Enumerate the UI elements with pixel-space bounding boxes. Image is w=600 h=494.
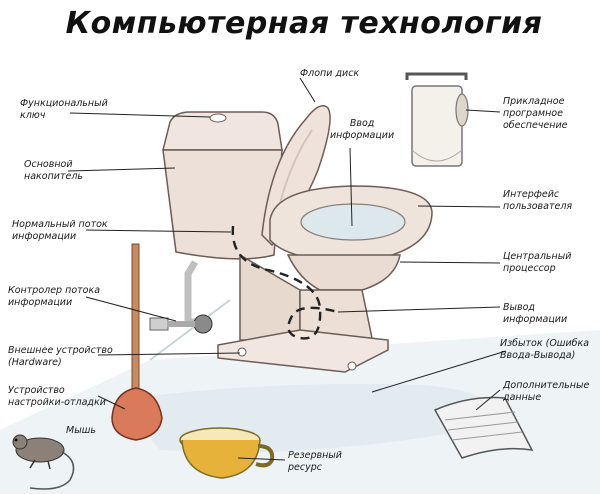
label-debug-device: Устройство настройки-отладки <box>8 385 106 408</box>
label-extra-data: Дополнительные данные <box>503 380 590 403</box>
line-application-software <box>465 109 501 113</box>
toilet-paper <box>405 72 469 167</box>
label-cpu: Центральный процессор <box>503 251 572 274</box>
label-external-device: Внешнее устройство (Hardware) <box>8 345 113 368</box>
label-user-interface: Интерфейс пользователя <box>503 189 573 212</box>
chamber-pot <box>179 427 275 479</box>
line-floppy <box>299 77 316 103</box>
line-main-storage <box>67 167 176 172</box>
water-pipe <box>149 260 213 334</box>
line-flow-controller <box>85 296 177 322</box>
label-application-software: Прикладное програмное обеспечение <box>503 96 568 131</box>
label-backup: Резервный ресурс <box>288 450 342 473</box>
label-mouse: Мышь <box>66 425 96 436</box>
newspaper <box>433 396 534 459</box>
label-input: Ввод информации <box>330 118 395 141</box>
line-backup <box>237 457 286 461</box>
line-function-key <box>69 112 211 118</box>
wall-base-line <box>149 299 231 361</box>
line-input <box>349 147 353 227</box>
line-cpu <box>399 261 501 264</box>
line-normal-flow <box>85 229 232 233</box>
label-output: Вывод информации <box>503 302 568 325</box>
label-function-key: Функциональный ключ <box>20 98 108 121</box>
line-debug-device <box>97 395 126 410</box>
line-external-device <box>97 352 241 356</box>
line-output <box>337 306 501 313</box>
toilet-base <box>217 329 389 373</box>
line-overflow <box>371 350 507 393</box>
line-extra-data <box>475 389 501 411</box>
plunger <box>111 243 163 441</box>
label-main-storage: Основной накопитель <box>24 159 84 182</box>
label-floppy: Флопи диск <box>300 68 360 79</box>
flow-path <box>231 225 339 340</box>
label-flow-controller: Контролер потока информации <box>8 285 101 308</box>
leader-lines <box>67 77 507 461</box>
page-title: Компьютерная технология <box>65 6 543 41</box>
label-overflow: Избыток (Ошибка Ввода-Вывода) <box>500 338 590 361</box>
label-normal-flow: Нормальный поток информации <box>12 219 108 242</box>
line-user-interface <box>417 205 501 208</box>
mouse <box>12 434 75 490</box>
